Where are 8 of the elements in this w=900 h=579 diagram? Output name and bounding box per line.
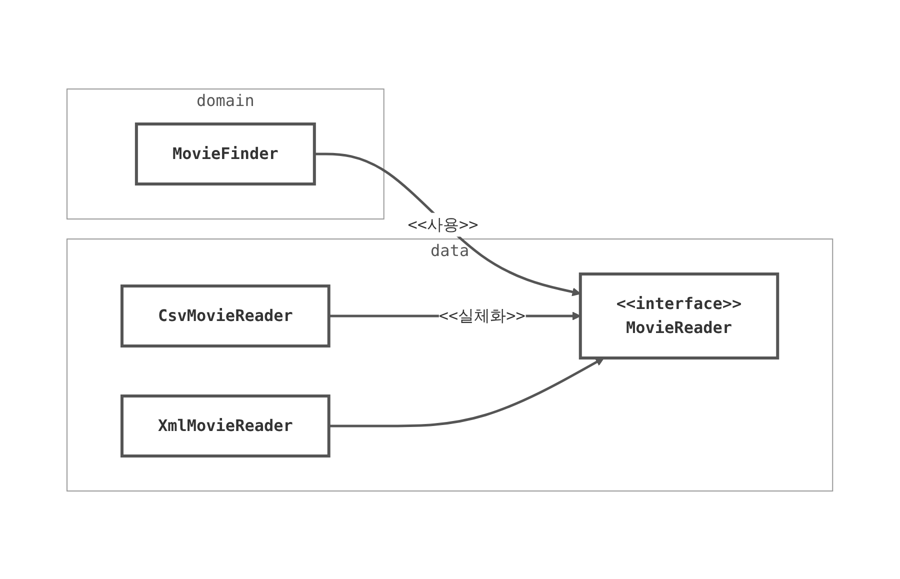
node-box: XmlMovieReader bbox=[120, 394, 331, 457]
edge-label: <<사용>> bbox=[408, 214, 478, 234]
node-box: MovieFinder bbox=[135, 122, 316, 185]
arrow bbox=[329, 357, 604, 427]
node-box: CsvMovieReader bbox=[120, 284, 331, 347]
arrow bbox=[314, 152, 581, 296]
edge-label: <<실체화>> bbox=[439, 306, 526, 324]
node-box: <<interface>> MovieReader bbox=[579, 272, 780, 359]
